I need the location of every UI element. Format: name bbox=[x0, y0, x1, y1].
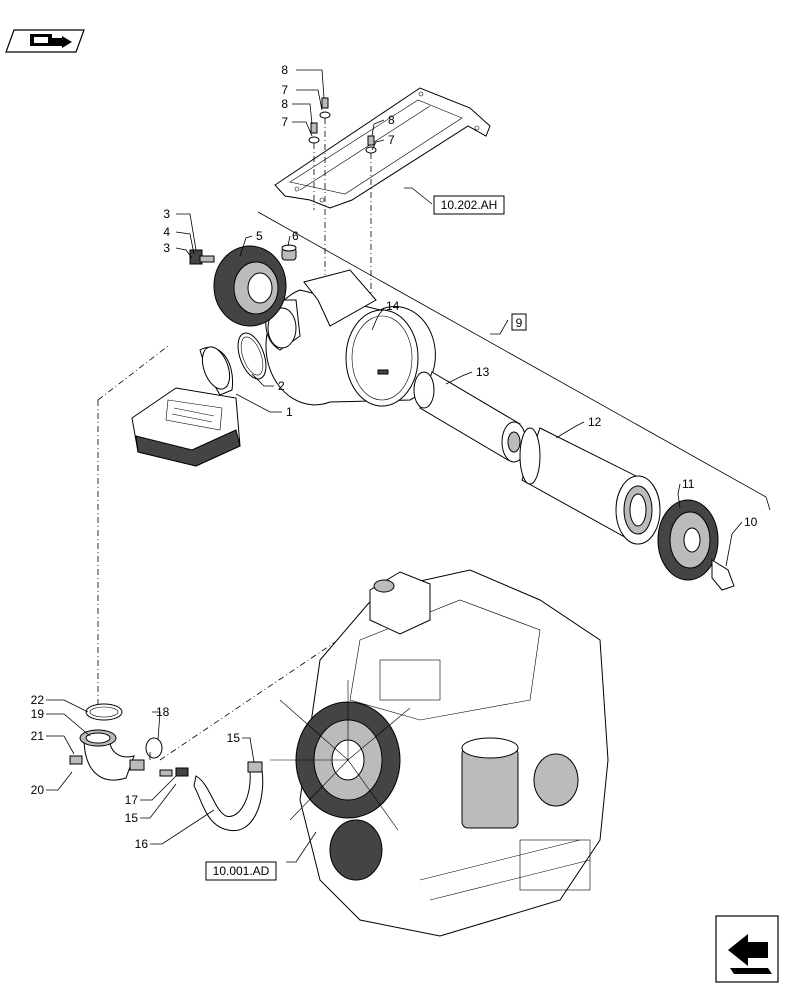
routing-line bbox=[97, 345, 169, 401]
callout-20: 20 bbox=[31, 783, 45, 797]
hose-clamp bbox=[237, 332, 267, 380]
callout-15: 15 bbox=[125, 811, 139, 825]
ref-bracket-label: 10.202.AH bbox=[441, 198, 498, 212]
routing-line bbox=[159, 623, 363, 761]
callout-10: 10 bbox=[744, 515, 758, 529]
callout-14: 14 bbox=[386, 299, 400, 313]
callout-3: 3 bbox=[163, 207, 170, 221]
callout-16: 16 bbox=[135, 837, 149, 851]
callout-1: 1 bbox=[286, 405, 293, 419]
end-cover bbox=[657, 499, 735, 591]
ref-box-bracket[interactable]: 10.202.AH bbox=[433, 195, 505, 215]
book-arrow-icon[interactable] bbox=[5, 29, 85, 53]
restriction-sensor bbox=[189, 249, 215, 265]
callout-15: 15 bbox=[227, 731, 241, 745]
intake-elbow bbox=[69, 703, 189, 781]
callout-8: 8 bbox=[388, 113, 395, 127]
callout-8: 8 bbox=[281, 97, 288, 111]
callout-7: 7 bbox=[281, 115, 288, 129]
callout-8: 8 bbox=[281, 63, 288, 77]
mounting-bracket bbox=[274, 87, 491, 209]
callout-22: 22 bbox=[31, 693, 45, 707]
outlet-cover bbox=[213, 245, 287, 327]
primary-element bbox=[519, 427, 661, 545]
callout-9: 9 bbox=[516, 316, 523, 330]
breather-hose bbox=[193, 761, 264, 832]
callout-18: 18 bbox=[156, 705, 170, 719]
callout-21: 21 bbox=[31, 729, 45, 743]
callout-11: 11 bbox=[682, 477, 695, 491]
callout-4: 4 bbox=[163, 225, 170, 239]
callout-17: 17 bbox=[125, 793, 139, 807]
engine bbox=[270, 569, 609, 937]
callout-19: 19 bbox=[31, 707, 45, 721]
filter-housing bbox=[265, 269, 436, 407]
callouts: 8 7 8 7 8 7 3 4 3 5 6 14 2 1 13 12 11 10… bbox=[31, 63, 758, 851]
callout-7: 7 bbox=[388, 133, 395, 147]
ref-box-9[interactable]: 9 bbox=[511, 313, 527, 331]
callout-5: 5 bbox=[256, 229, 263, 243]
callout-6: 6 bbox=[292, 229, 299, 243]
callout-7: 7 bbox=[281, 83, 288, 97]
bolt-group bbox=[308, 97, 377, 300]
next-page-arrow-icon[interactable] bbox=[715, 915, 779, 983]
assembly-line bbox=[257, 211, 771, 511]
dust-valve bbox=[281, 244, 297, 261]
callout-13: 13 bbox=[476, 365, 490, 379]
leader-lines bbox=[46, 69, 743, 863]
ref-engine-label: 10.001.AD bbox=[213, 864, 270, 878]
ref-box-engine[interactable]: 10.001.AD bbox=[205, 861, 277, 881]
callout-12: 12 bbox=[588, 415, 602, 429]
pre-cleaner-duct bbox=[131, 346, 241, 467]
callout-2: 2 bbox=[278, 379, 285, 393]
callout-3: 3 bbox=[163, 241, 170, 255]
safety-element bbox=[413, 371, 527, 463]
